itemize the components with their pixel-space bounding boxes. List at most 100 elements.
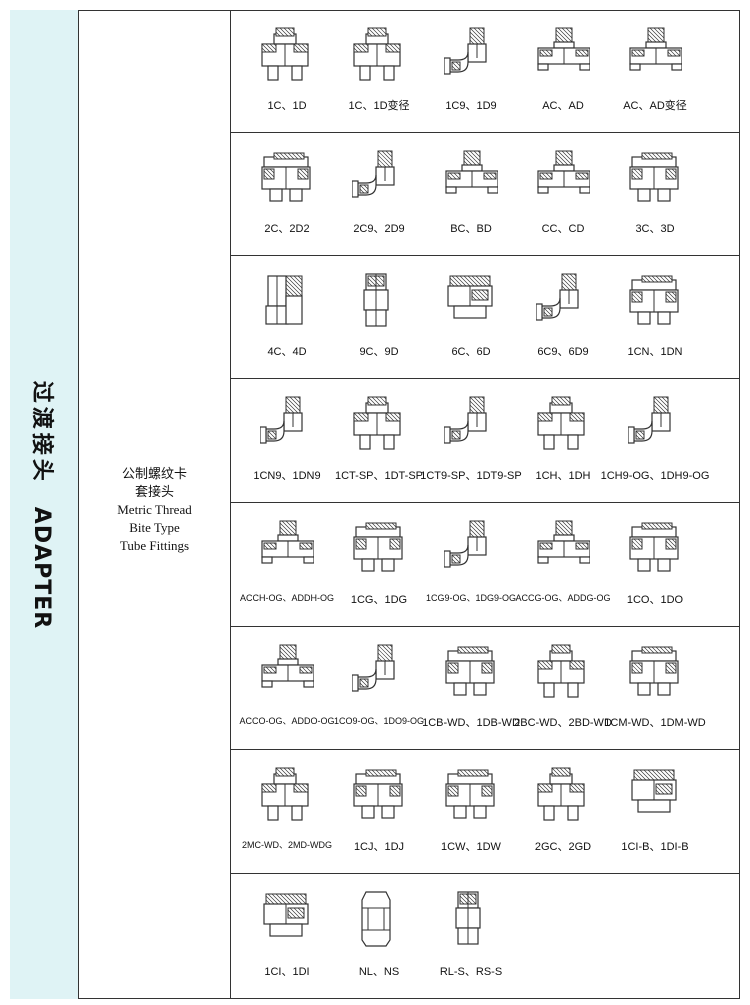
product-label: 1C、1D变径 [348, 100, 410, 112]
fitting-drawing-icon [353, 769, 403, 819]
product-item: 1C、1D [241, 10, 333, 132]
product-label: 2BC-WD、2BD-WD [514, 717, 612, 729]
product-label: 1CW、1DW [441, 841, 501, 853]
product-item: 4C、4D [241, 256, 333, 378]
product-label: RL-S、RS-S [439, 966, 503, 978]
fitting-drawing-icon [353, 522, 403, 572]
fitting-drawing-icon [265, 275, 303, 325]
fitting-drawing-icon [261, 152, 311, 202]
product-label: 1CN9、1DN9 [253, 470, 321, 482]
product-item: NL、NS [333, 874, 425, 999]
fitting-drawing-icon [444, 27, 487, 75]
product-label: 1CT9-SP、1DT9-SP [420, 470, 522, 482]
product-item: 1CO、1DO [609, 503, 701, 626]
product-label: 2MC-WD、2MD-WDG [242, 840, 332, 850]
product-label: 1C9、1D9 [445, 100, 497, 112]
product-item: 3C、3D [609, 133, 701, 255]
fitting-drawing-icon [261, 767, 309, 821]
product-label: 1CO、1DO [626, 594, 684, 606]
product-item: AC、AD变径 [609, 10, 701, 132]
product-item: 6C、6D [425, 256, 517, 378]
product-label: 9C、9D [359, 346, 399, 358]
category-column: 过渡接头ADAPTER [10, 10, 79, 999]
product-label: 1CH9-OG、1DH9-OG [600, 470, 710, 482]
category-english: ADAPTER [29, 506, 54, 629]
fitting-drawing-icon [537, 767, 585, 821]
fitting-drawing-icon [629, 275, 679, 325]
product-item: ACCO-OG、ADDO-OG [239, 627, 335, 749]
fitting-drawing-icon [629, 27, 682, 71]
product-item: 6C9、6D9 [517, 256, 609, 378]
fitting-drawing-icon [629, 522, 679, 572]
product-item: CC、CD [517, 133, 609, 255]
product-label: 1C、1D [267, 100, 307, 112]
product-label: 1CG9-OG、1DG9-OG [425, 593, 517, 603]
description-column: 公制螺纹卡 套接头 Metric Thread Bite Type Tube F… [79, 10, 231, 999]
product-label: 1CM-WD、1DM-WD [604, 717, 706, 729]
description-line: Tube Fittings [119, 538, 190, 553]
product-item: 2C、2D2 [241, 133, 333, 255]
fitting-drawing-icon [629, 152, 679, 202]
fitting-drawing-icon [353, 396, 401, 450]
fitting-drawing-icon [455, 891, 481, 945]
product-label: 1CN、1DN [627, 346, 683, 358]
product-label: BC、BD [450, 223, 492, 235]
product-row: 2C、2D2 2C9、2D9 BC、BD CC、CD 3C、3D [231, 133, 740, 256]
product-label: 1CO9-OG、1DO9-OG [333, 716, 425, 726]
product-label: CC、CD [541, 223, 585, 235]
product-row: 4C、4D 9C、9D 6C、6D 6C9、6D9 1CN、1DN [231, 256, 740, 379]
description-line: Metric Thread [117, 502, 192, 517]
product-item: 1CH9-OG、1DH9-OG [601, 379, 709, 502]
product-label: ACCG-OG、ADDG-OG [515, 593, 611, 603]
fitting-drawing-icon [445, 646, 495, 696]
product-item: 1CN、1DN [609, 256, 701, 378]
product-item: 1CB-WD、1DB-WD [422, 627, 520, 749]
product-item: 2MC-WD、2MD-WDG [241, 750, 333, 873]
product-item: ACCH-OG、ADDH-OG [240, 503, 334, 626]
product-item: 2C9、2D9 [333, 133, 425, 255]
fitting-drawing-icon [536, 273, 579, 321]
product-item: 2BC-WD、2BD-WD [514, 627, 612, 749]
fitting-drawing-icon [261, 520, 314, 564]
product-label: AC、AD变径 [623, 100, 687, 112]
product-item: 1C、1D变径 [333, 10, 425, 132]
product-row: 1C、1D 1C、1D变径 1C9、1D9 AC、AD AC、AD变径 [231, 10, 740, 133]
product-label: 1CI、1DI [264, 966, 310, 978]
product-label: 3C、3D [635, 223, 675, 235]
product-item: AC、AD [517, 10, 609, 132]
product-item: 1CN9、1DN9 [241, 379, 333, 502]
product-item: 1CO9-OG、1DO9-OG [333, 627, 425, 749]
product-item: 1C9、1D9 [425, 10, 517, 132]
product-label: 6C9、6D9 [537, 346, 589, 358]
fitting-drawing-icon [444, 396, 487, 444]
product-item: 1CW、1DW [425, 750, 517, 873]
fitting-drawing-icon [537, 27, 590, 71]
fitting-drawing-icon [263, 893, 309, 937]
product-item: 9C、9D [333, 256, 425, 378]
product-label: 2C9、2D9 [353, 223, 405, 235]
product-label: 1CI-B、1DI-B [621, 841, 689, 853]
fitting-drawing-icon [537, 150, 590, 194]
fitting-drawing-icon [445, 769, 495, 819]
product-label: 2C、2D2 [264, 223, 310, 235]
product-label: 1CG、1DG [350, 594, 408, 606]
description-text: 公制螺纹卡 套接头 Metric Thread Bite Type Tube F… [79, 465, 230, 555]
product-item: BC、BD [425, 133, 517, 255]
fitting-drawing-icon [447, 275, 493, 319]
product-item: 1CH、1DH [517, 379, 609, 502]
product-item: 1CG9-OG、1DG9-OG [425, 503, 517, 626]
description-line: 公制螺纹卡 [121, 466, 187, 481]
product-label: 1CT-SP、1DT-SP [334, 470, 424, 482]
fitting-drawing-icon [537, 396, 585, 450]
fitting-drawing-icon [260, 396, 303, 444]
fitting-drawing-icon [361, 891, 391, 947]
product-label: 1CB-WD、1DB-WD [422, 717, 520, 729]
product-label: 2GC、2GD [534, 841, 592, 853]
product-item: 1CI、1DI [241, 874, 333, 999]
product-label: 6C、6D [451, 346, 491, 358]
fitting-drawing-icon [537, 644, 585, 698]
fitting-drawing-icon [629, 646, 679, 696]
